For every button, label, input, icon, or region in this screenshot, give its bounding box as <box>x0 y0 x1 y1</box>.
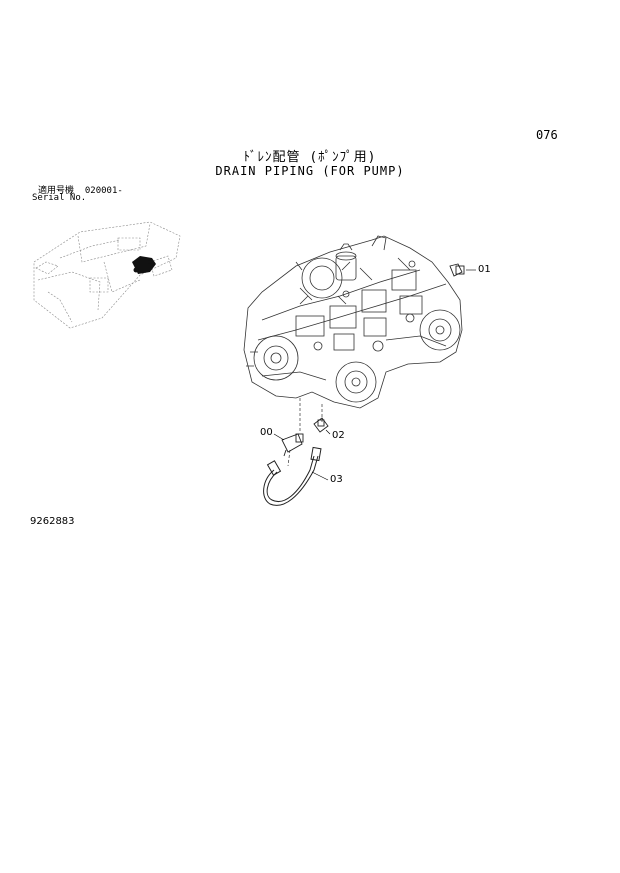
serial-range: 適用号機 020001- <box>38 183 123 196</box>
hose-03 <box>263 446 322 506</box>
callout-02: 02 <box>332 430 345 441</box>
title-english: DRAIN PIPING (FOR PUMP) <box>215 164 405 178</box>
fitting-01 <box>449 263 465 277</box>
callout-00: 00 <box>260 427 273 438</box>
serial-label-japanese: 適用号機 <box>38 186 75 196</box>
drawing-number: 9262883 <box>30 516 75 527</box>
leader-02 <box>325 429 331 435</box>
fitting-00 <box>281 433 304 457</box>
highlighted-pump-area <box>132 256 156 274</box>
serial-value: 020001- <box>84 186 123 196</box>
leader-00 <box>273 433 285 441</box>
pump-assembly-drawing <box>243 235 463 409</box>
fitting-02 <box>313 417 329 433</box>
leader-03 <box>311 471 329 481</box>
callout-01: 01 <box>478 264 491 275</box>
serial-label-english: Serial No. <box>32 193 87 203</box>
page-number: 076 <box>536 128 558 142</box>
machine-overview-thumbnail <box>33 221 181 329</box>
callout-03: 03 <box>330 474 343 485</box>
routing-dashed-lines <box>287 398 323 467</box>
title-japanese: ﾄﾞﾚﾝ配管 (ﾎﾟﾝﾌﾟ用) <box>243 150 377 165</box>
